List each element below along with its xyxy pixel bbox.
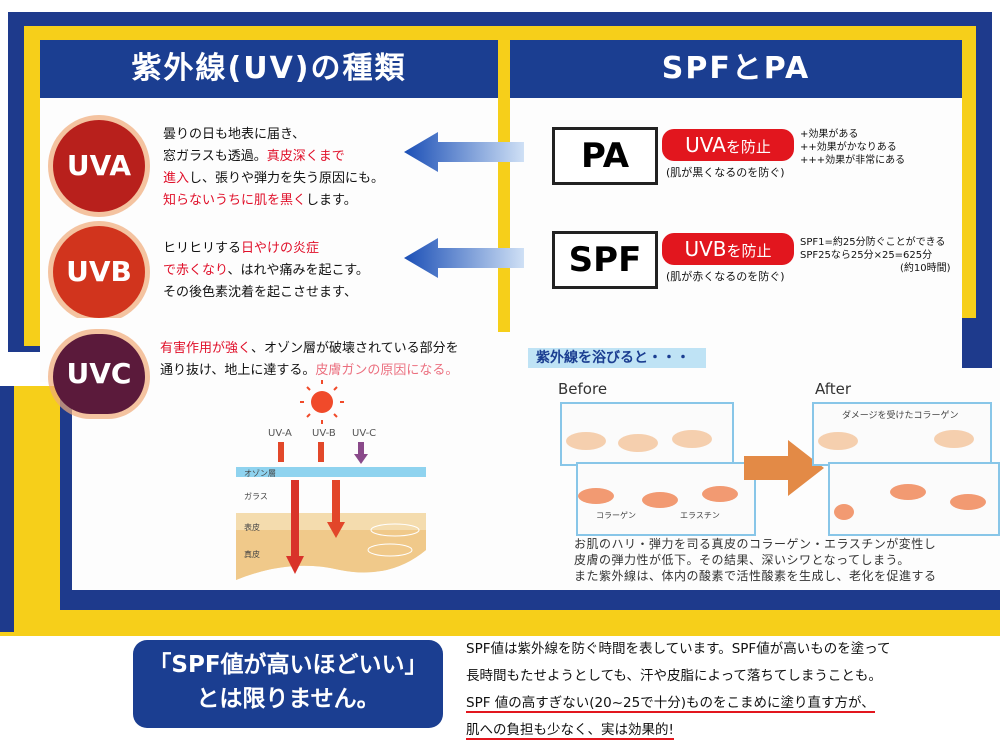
after-label: After <box>815 380 852 398</box>
diagram-uvb-label: UV-B <box>312 428 336 439</box>
uva-line-4: 知らないうちに肌を黒くします。 <box>163 193 357 208</box>
uvb-line-2: で赤くなり、はれや痛みを起こす。 <box>163 263 369 278</box>
pa-box: PA <box>552 127 658 185</box>
spf-info-1: SPF1=約25分防ぐことができる <box>800 237 946 248</box>
arrow-left-icon <box>404 238 524 278</box>
middle-left-border <box>0 386 14 632</box>
uvb-line-1: ヒリヒリする日やけの炎症 <box>163 241 320 256</box>
uvc-line-1: 有害作用が強く、オゾン層が破壊されている部分を <box>160 341 459 356</box>
uvb-circle: UVB <box>53 226 145 318</box>
exposure-line-2: 皮膚の弾力性が低下。その結果、深いシワとなってしまう。 <box>574 553 910 567</box>
collagen-label: コラーゲン <box>596 511 636 520</box>
pa-grades: +効果がある ++効果がかなりある +++効果が非常にある <box>800 128 960 167</box>
arrow-right-icon <box>744 440 824 496</box>
explanation-line-4: 肌への負担も少なく、実は効果的! <box>466 722 674 740</box>
spf-info-2: SPF25なら25分×25=625分 <box>800 250 933 261</box>
spf-info-3: (約10時間) <box>900 263 951 274</box>
spf-note: (肌が赤くなるのを防ぐ) <box>666 270 785 283</box>
spf-pa-title: SPFとPA <box>510 40 962 98</box>
arrow-left-icon <box>404 132 524 172</box>
diagram-glass-label: ガラス <box>244 492 268 501</box>
exposure-heading: 紫外線を浴びると・・・ <box>528 348 706 368</box>
after-image <box>812 402 992 466</box>
uvb-description: ヒリヒリする日やけの炎症 で赤くなり、はれや痛みを起こす。 その後色素沈着を起こ… <box>163 238 423 304</box>
callout-line-2: とは限りません。 <box>196 686 380 712</box>
explanation-line-2: 長時間もたせようとしても、汗や皮脂によって落ちてしまうことも。 <box>466 668 882 684</box>
diagram-epidermis-label: 表皮 <box>244 523 260 532</box>
explanation-line-1: SPF値は紫外線を防ぐ時間を表しています。SPF値が高いものを塗って <box>466 641 891 657</box>
damaged-collagen-label: ダメージを受けたコラーゲン <box>842 411 959 421</box>
callout-line-1: 「SPF値が高いほどいい」 <box>148 652 428 678</box>
pa-grade-2: ++効果がかなりある <box>800 142 897 153</box>
explanation-line-3: SPF 値の高すぎない(20~25で十分)ものをこまめに塗り直す方が、 <box>466 695 875 713</box>
middle-inner-left-border <box>60 380 72 610</box>
uva-circle: UVA <box>53 120 145 212</box>
spf-info: SPF1=約25分防ぐことができる SPF25なら25分×25=625分 (約1… <box>800 236 965 275</box>
middle-bottom-border <box>60 588 1000 610</box>
diagram-ozone-label: オゾン層 <box>244 469 276 478</box>
after-image-lower <box>828 462 1000 536</box>
uvc-line-2: 通り抜け、地上に達する。皮膚ガンの原因になる。 <box>160 363 459 378</box>
uva-line-3: 進入し、張りや弾力を失う原因にも。 <box>163 171 385 186</box>
uvc-row-right-border <box>962 318 992 368</box>
uv-penetration-diagram <box>236 380 426 580</box>
spf-uvb-pill: UVBを防止 <box>662 233 794 265</box>
uvc-circle: UVC <box>53 334 145 414</box>
diagram-dermis-label: 真皮 <box>244 550 260 559</box>
spf-box: SPF <box>552 231 658 289</box>
before-label: Before <box>558 380 608 398</box>
uvc-row-inner-border <box>498 318 510 332</box>
uvb-line-3: その後色素沈着を起こさせます、 <box>163 285 357 300</box>
pa-note: (肌が黒くなるのを防ぐ) <box>666 166 785 179</box>
exposure-body: お肌のハリ・弾力を司る真皮のコラーゲン・エラスチンが変性し 皮膚の弾力性が低下。… <box>574 536 1000 584</box>
diagram-uvc-label: UV-C <box>352 428 377 439</box>
elastin-label: エラスチン <box>680 511 720 520</box>
pa-grade-3: +++効果が非常にある <box>800 155 906 166</box>
spf-callout: 「SPF値が高いほどいい」 とは限りません。 <box>133 640 443 728</box>
uva-description: 曇りの日も地表に届き、 窓ガラスも透過。真皮深くまで 進入し、張りや弾力を失う原… <box>163 124 423 212</box>
pa-uva-pill: UVAを防止 <box>662 129 794 161</box>
exposure-line-3: また紫外線は、体内の酸素で活性酸素を生成し、老化を促進する <box>574 569 937 583</box>
uva-line-1: 曇りの日も地表に届き、 <box>163 127 306 142</box>
diagram-uva-label: UV-A <box>268 428 292 439</box>
pa-grade-1: +効果がある <box>800 129 859 140</box>
before-image <box>560 402 734 466</box>
spf-explanation: SPF値は紫外線を防ぐ時間を表しています。SPF値が高いものを塗って 長時間もた… <box>466 636 986 744</box>
uvc-description: 有害作用が強く、オゾン層が破壊されている部分を 通り抜け、地上に達する。皮膚ガン… <box>160 338 520 382</box>
uv-types-title: 紫外線(UV)の種類 <box>40 40 498 98</box>
before-image-lower <box>576 462 756 536</box>
uva-line-2: 窓ガラスも透過。真皮深くまで <box>163 149 345 164</box>
exposure-line-1: お肌のハリ・弾力を司る真皮のコラーゲン・エラスチンが変性し <box>574 537 937 551</box>
